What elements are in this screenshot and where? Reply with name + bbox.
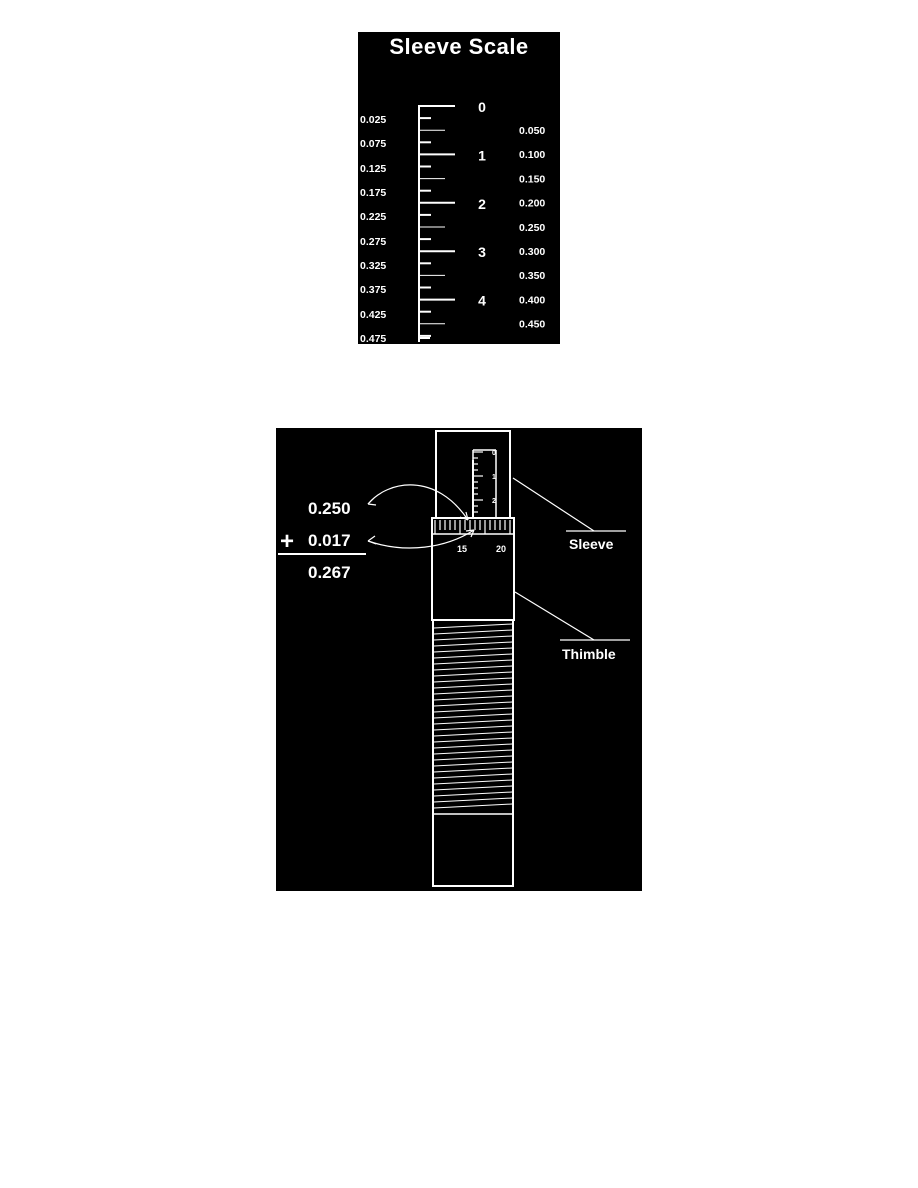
sleeve-scale-figure: 0 1 2 3 4 0.025 0.075 0.125 0.175 0.225 0.275 0.32…: [360, 99, 545, 344]
left-value-label: 0.225: [360, 211, 386, 223]
major-labels: 0 1 2 3 4: [478, 99, 486, 309]
thread-line: [433, 665, 513, 671]
sleeve-pointer-arrow: [367, 484, 469, 521]
spindle-threads: [433, 623, 513, 815]
thread-line: [433, 695, 513, 701]
thread-line: [433, 701, 513, 707]
thread-line: [433, 731, 513, 737]
right-value-label: 0.450: [519, 319, 545, 331]
micrometer-panel: 0 1 2 15 20 0.250 + 0.017 0.267 Sleeve T…: [276, 428, 642, 891]
thimble-leader-line: [514, 591, 595, 641]
thread-line: [433, 737, 513, 743]
major-label: 1: [478, 147, 486, 163]
sleeve-scale-title: Sleeve Scale: [389, 34, 529, 59]
right-value-labels: 0.050 0.100 0.150 0.200 0.250 0.300 0.350 0.400…: [519, 125, 545, 331]
thread-line: [433, 659, 513, 665]
scale-ticks: [419, 105, 455, 339]
arrowhead: [367, 497, 377, 506]
thread-line: [433, 671, 513, 677]
left-value-label: 0.375: [360, 284, 386, 296]
arrowhead: [367, 535, 377, 545]
thread-line: [433, 755, 513, 761]
major-label: 2: [478, 196, 486, 212]
thread-line: [433, 749, 513, 755]
left-value-label: 0.425: [360, 309, 386, 321]
thimble-callout: Thimble: [562, 646, 616, 662]
arrowhead: [465, 529, 475, 538]
thimble-pointer-arrow: [367, 529, 475, 549]
thread-line: [433, 797, 513, 803]
right-value-label: 0.350: [519, 270, 545, 282]
major-label: 4: [478, 293, 486, 309]
thread-line: [433, 647, 513, 653]
thread-line: [433, 689, 513, 695]
thread-line: [433, 761, 513, 767]
arrowhead: [459, 511, 469, 521]
plus-sign: +: [280, 528, 294, 555]
right-value-label: 0.250: [519, 222, 545, 234]
left-value-label: 0.025: [360, 114, 386, 126]
thread-line: [433, 785, 513, 791]
thread-line: [433, 635, 513, 641]
micrometer-figure: 0 1 2 15 20 0.250 + 0.017 0.267 Sleeve T…: [278, 430, 630, 887]
sleeve-leader-line: [512, 477, 595, 532]
thimble-reading: 0.017: [308, 531, 351, 550]
sleeve-number: 1: [492, 474, 496, 481]
right-value-label: 0.050: [519, 125, 545, 137]
thread-line: [433, 629, 513, 635]
thread-line: [433, 773, 513, 779]
left-value-label: 0.325: [360, 260, 386, 272]
right-value-label: 0.300: [519, 246, 545, 258]
thimble-number: 20: [496, 544, 506, 554]
thread-line: [433, 653, 513, 659]
left-value-labels: 0.025 0.075 0.125 0.175 0.225 0.275 0.325 0.375…: [360, 114, 386, 344]
thimble-ticks: [434, 520, 511, 534]
left-value-label: 0.125: [360, 163, 386, 175]
thread-line: [433, 707, 513, 713]
thread-line: [433, 677, 513, 683]
sleeve-reading: 0.250: [308, 499, 351, 518]
thread-line: [433, 641, 513, 647]
right-value-label: 0.100: [519, 149, 545, 161]
left-value-label: 0.075: [360, 138, 386, 150]
thread-line: [433, 713, 513, 719]
left-value-label: 0.175: [360, 187, 386, 199]
thread-line: [433, 743, 513, 749]
sleeve-number: 0: [492, 450, 496, 457]
major-label: 3: [478, 244, 486, 260]
thread-line: [433, 791, 513, 797]
thread-line: [433, 725, 513, 731]
thread-line: [433, 779, 513, 785]
spindle-body: [432, 619, 514, 887]
thimble-number: 15: [457, 544, 467, 554]
sleeve-ticks: [473, 451, 483, 513]
left-value-label: 0.475: [360, 333, 386, 344]
sleeve-callout: Sleeve: [569, 536, 614, 552]
thread-line: [433, 683, 513, 689]
thimble-body: [431, 517, 515, 621]
total-reading: 0.267: [308, 563, 351, 582]
thread-line: [433, 623, 513, 629]
sleeve-number: 2: [492, 498, 496, 505]
major-label: 0: [478, 99, 486, 115]
thread-line: [433, 767, 513, 773]
left-value-label: 0.275: [360, 236, 386, 248]
right-value-label: 0.150: [519, 173, 545, 185]
thread-line: [433, 803, 513, 809]
thread-line: [433, 719, 513, 725]
right-value-label: 0.400: [519, 294, 545, 306]
right-value-label: 0.200: [519, 198, 545, 210]
